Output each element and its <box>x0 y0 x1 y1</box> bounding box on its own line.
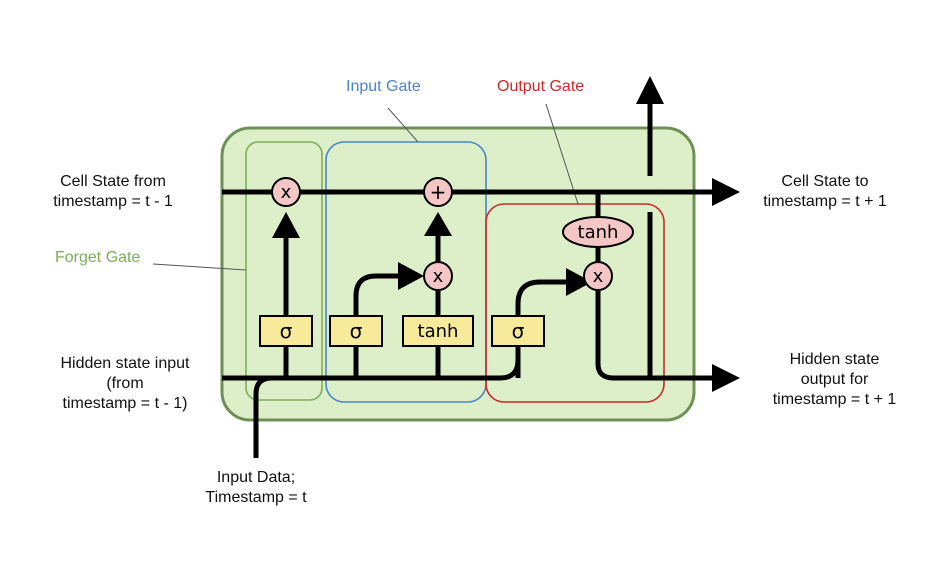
input-data-line-2: Timestamp = t <box>205 489 307 506</box>
mult-forget-symbol: x <box>281 182 292 203</box>
input-gate-leader <box>387 107 419 143</box>
forget-gate-leader <box>152 263 247 271</box>
tanh-output-label: tanh <box>578 222 619 243</box>
cell-state-out-arrow <box>712 178 740 206</box>
hidden-in-label: Hidden state input (from timestamp = t -… <box>40 354 210 414</box>
tanh-input-label: tanh <box>418 321 459 342</box>
input-up-arrow <box>424 212 452 236</box>
input-data-line-1: Input Data; <box>216 469 296 486</box>
sigma-forget-label: σ <box>280 319 293 343</box>
top-output-arrow <box>636 76 664 104</box>
cell-state-out-line-1: Cell State to <box>781 173 869 190</box>
output-gate-leader <box>545 103 579 205</box>
sigma-output-layer: σ <box>491 315 545 347</box>
output-gate-box <box>485 203 665 403</box>
cell-state-in-line-1: Cell State from <box>60 173 166 190</box>
hidden-out-line-2: output for <box>800 371 869 388</box>
tanh-input-layer: tanh <box>402 315 474 347</box>
mult-output-node: x <box>583 261 613 291</box>
sigma-forget-layer: σ <box>259 315 313 347</box>
hidden-in-line-1: Hidden state input <box>60 355 190 372</box>
cell-state-in-line-2: timestamp = t - 1 <box>53 193 173 210</box>
input-gate-label: Input Gate <box>346 78 421 95</box>
sigma-output-label: σ <box>512 319 525 343</box>
forget-gate-label: Forget Gate <box>55 249 141 266</box>
cell-state-out-line-2: timestamp = t + 1 <box>763 193 887 210</box>
input-data-label: Input Data; Timestamp = t <box>186 468 326 508</box>
cell-state-out-label: Cell State to timestamp = t + 1 <box>745 172 905 212</box>
mult-input-symbol: x <box>433 266 444 287</box>
mult-forget-node: x <box>271 177 301 207</box>
hidden-out-line-3: timestamp = t + 1 <box>772 391 897 408</box>
forget-gate-box <box>245 141 323 401</box>
hidden-in-line-2: (from <box>106 375 144 392</box>
hidden-out-line-1: Hidden state <box>789 351 880 368</box>
hidden-out-label: Hidden state output for timestamp = t + … <box>752 350 917 410</box>
output-sigma-arrow <box>566 268 592 296</box>
input-sigma-arrow <box>398 262 424 290</box>
hidden-output-path <box>595 290 714 381</box>
input-data-line <box>253 375 273 458</box>
hidden-out-arrow <box>712 364 740 392</box>
forget-up-arrow <box>272 212 300 238</box>
hidden-in-line-3: timestamp = t - 1) <box>62 395 188 412</box>
input-sigma-path <box>353 273 400 316</box>
add-cell-node: + <box>423 177 453 207</box>
mult-output-symbol: x <box>593 266 604 287</box>
add-cell-symbol: + <box>430 180 447 204</box>
sigma-input-layer: σ <box>329 315 383 347</box>
output-gate-label: Output Gate <box>497 78 585 95</box>
mult-input-node: x <box>423 261 453 291</box>
sigma-input-label: σ <box>350 319 363 343</box>
tanh-output-node: tanh <box>562 216 634 248</box>
cell-state-in-label: Cell State from timestamp = t - 1 <box>38 172 188 212</box>
